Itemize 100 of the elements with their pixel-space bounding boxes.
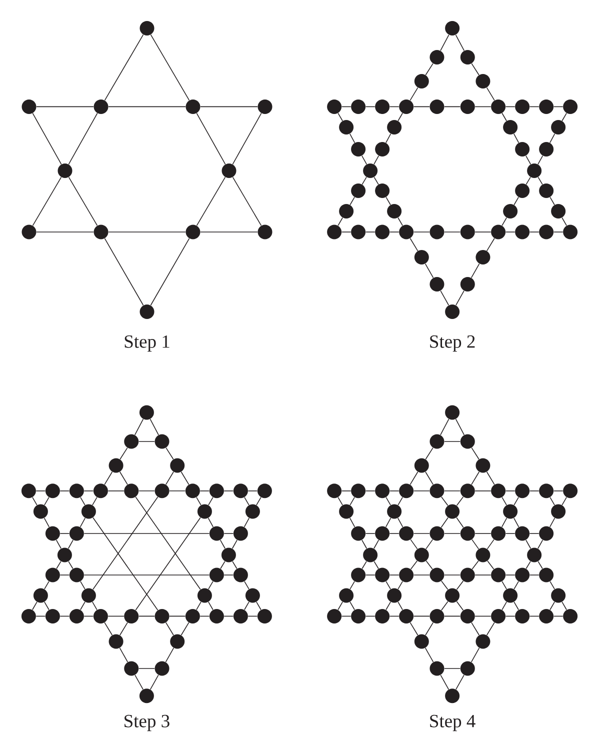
connecting-line: [165, 648, 174, 662]
connecting-line: [108, 106, 186, 108]
connecting-line: [341, 490, 352, 492]
connecting-line: [104, 34, 144, 101]
connecting-line: [472, 560, 479, 570]
dot: [460, 99, 475, 114]
dot: [515, 99, 530, 114]
caption: Step 3: [124, 714, 170, 732]
connecting-line: [220, 540, 226, 549]
caption: Step 4: [430, 714, 476, 732]
dot: [245, 588, 260, 603]
connecting-line: [386, 581, 391, 590]
dot: [539, 142, 554, 157]
dot: [45, 608, 60, 624]
dot: [563, 99, 578, 114]
connecting-line: [208, 581, 214, 590]
connecting-line: [486, 471, 495, 485]
connecting-line: [389, 574, 400, 576]
dot: [414, 250, 429, 265]
connecting-line: [165, 471, 174, 485]
connecting-line: [134, 674, 144, 690]
connecting-line: [562, 112, 567, 122]
connecting-line: [138, 668, 155, 669]
dot: [22, 224, 36, 240]
dot: [460, 526, 475, 541]
connecting-line: [108, 616, 124, 617]
connecting-line: [350, 581, 355, 590]
dot: [154, 434, 170, 449]
connecting-line: [150, 674, 159, 690]
connecting-line: [350, 196, 355, 206]
connecting-line: [456, 580, 464, 590]
connecting-line: [413, 616, 430, 617]
connecting-line: [44, 496, 50, 506]
dot: [375, 568, 390, 582]
connecting-line: [60, 574, 70, 576]
connecting-line: [36, 106, 94, 108]
connecting-line: [119, 648, 128, 662]
dot: [460, 484, 475, 498]
connecting-line: [134, 418, 144, 436]
dot: [563, 484, 578, 498]
connecting-line: [413, 490, 430, 492]
connecting-line: [486, 539, 494, 550]
connecting-line: [338, 496, 343, 506]
connecting-line: [410, 539, 418, 550]
connecting-line: [365, 574, 376, 576]
connecting-line: [471, 471, 480, 485]
dot: [445, 688, 460, 704]
dot: [233, 526, 248, 541]
connecting-line: [474, 106, 492, 108]
dot: [460, 568, 475, 582]
connecting-line: [208, 496, 214, 506]
dot: [476, 250, 490, 265]
connecting-line: [80, 496, 86, 506]
dot: [399, 224, 414, 240]
dot: [233, 608, 248, 624]
dot: [93, 484, 108, 498]
dot: [551, 588, 566, 603]
dot: [140, 304, 154, 319]
connecting-line: [386, 602, 391, 610]
connecting-line: [68, 561, 74, 570]
dot: [258, 224, 272, 240]
connecting-line: [526, 561, 531, 570]
connecting-line: [425, 447, 434, 460]
dot: [515, 484, 530, 498]
connecting-line: [244, 518, 250, 528]
dot: [245, 504, 260, 519]
connecting-line: [200, 106, 258, 108]
connecting-line: [104, 238, 144, 306]
dot: [491, 99, 506, 114]
connecting-line: [538, 155, 544, 165]
connecting-line: [456, 290, 464, 306]
connecting-line: [256, 496, 262, 506]
dot: [491, 526, 506, 541]
dot: [430, 224, 444, 240]
dot: [375, 224, 390, 240]
connecting-line: [470, 263, 480, 278]
dot: [375, 142, 390, 157]
connecting-line: [474, 533, 492, 534]
dot: [476, 548, 490, 562]
dot: [108, 634, 124, 649]
connecting-line: [385, 133, 392, 144]
dot: [551, 504, 566, 519]
dot: [399, 608, 414, 624]
dot: [154, 608, 170, 624]
connecting-line: [444, 490, 461, 492]
dot: [375, 184, 390, 198]
dot: [351, 526, 366, 541]
dot: [363, 548, 378, 562]
dot: [491, 568, 506, 582]
connecting-line: [135, 496, 201, 590]
connecting-line: [440, 517, 448, 528]
connecting-line: [232, 176, 262, 226]
connecting-line: [550, 602, 555, 610]
connecting-line: [538, 176, 543, 185]
dot: [339, 120, 354, 135]
connecting-line: [444, 533, 461, 534]
connecting-line: [505, 574, 516, 576]
connecting-line: [526, 540, 532, 549]
connecting-line: [92, 496, 98, 506]
dot: [515, 568, 530, 582]
